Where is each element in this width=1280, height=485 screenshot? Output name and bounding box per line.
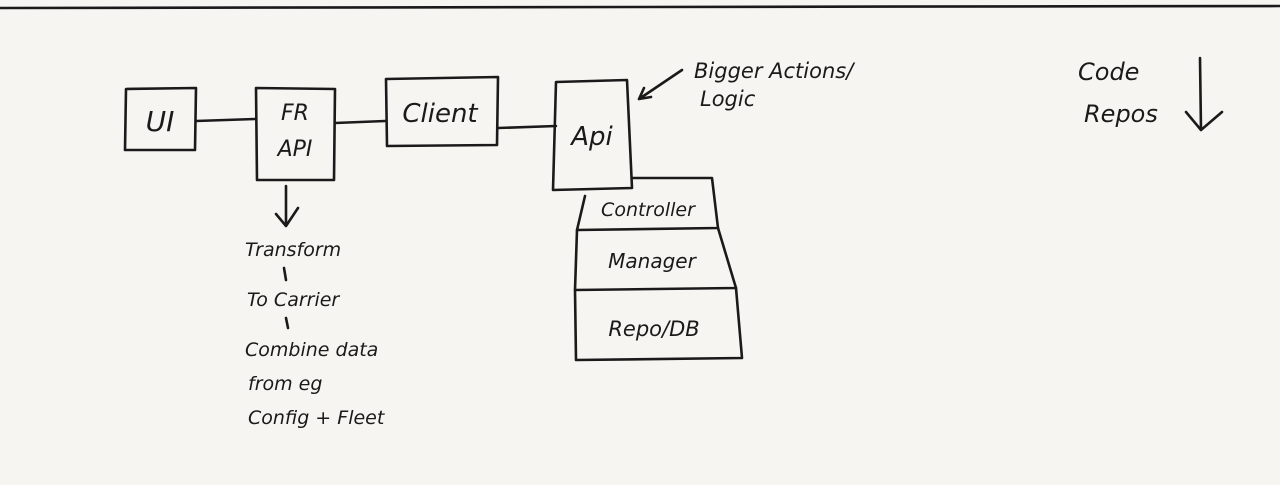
layer-label-repo: Repo/DB xyxy=(608,317,699,341)
layer-stack: Controller Manager Repo/DB xyxy=(573,176,744,362)
layer-label-controller: Controller xyxy=(601,199,696,221)
layer-repo-box xyxy=(573,286,744,362)
top-rule xyxy=(0,4,1280,10)
fr-api-label-1: FR xyxy=(281,101,309,126)
client-box xyxy=(384,75,500,148)
step-to-carrier: To Carrier xyxy=(247,289,340,311)
fr-api-node: FR API xyxy=(254,86,337,182)
step-combine-data: Combine data xyxy=(245,339,378,361)
step-connector xyxy=(284,316,290,330)
api-box xyxy=(551,78,634,192)
arrow-down-icon xyxy=(1184,56,1224,132)
arrow-down-frapi-icon xyxy=(274,184,300,228)
step-config-fleet: Config + Fleet xyxy=(248,407,386,429)
ui-label: UI xyxy=(146,105,175,138)
fr-api-box xyxy=(254,86,337,182)
ui-node: UI xyxy=(123,86,198,152)
layer-label-manager: Manager xyxy=(608,249,697,273)
api-note-line1: Bigger Actions/ xyxy=(694,59,855,83)
layer-manager-box xyxy=(573,226,738,292)
code-repos-line2: Repos xyxy=(1084,100,1158,128)
step-connector xyxy=(282,266,288,282)
client-node: Client xyxy=(384,75,500,148)
arrow-to-api-icon xyxy=(637,68,684,101)
step-transform: Transform xyxy=(245,239,341,261)
api-node: Api xyxy=(551,78,634,192)
connector-frapi-client xyxy=(333,119,387,125)
connector-client-api xyxy=(496,124,558,130)
client-label: Client xyxy=(402,99,478,129)
api-note-line2: Logic xyxy=(700,87,756,111)
connector-ui-frapi xyxy=(194,117,257,123)
ui-box xyxy=(123,86,198,152)
code-repos-line1: Code xyxy=(1078,58,1139,86)
api-label: Api xyxy=(569,122,613,152)
fr-api-label-2: API xyxy=(276,137,313,162)
step-from-eg: from eg xyxy=(248,373,322,395)
